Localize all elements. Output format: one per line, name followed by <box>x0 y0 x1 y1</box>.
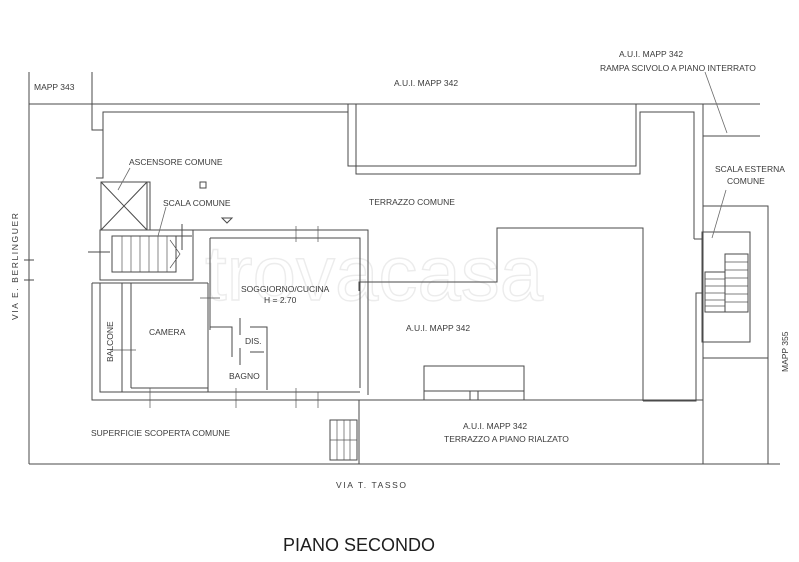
label-living: SOGGIORNO/CUCINA <box>241 284 330 294</box>
label-center-mapp: A.U.I. MAPP 342 <box>406 323 470 333</box>
external-stairs <box>701 189 769 359</box>
label-terrace: TERRAZZO COMUNE <box>369 197 455 207</box>
label-mapp-343: MAPP 343 <box>34 82 75 92</box>
label-top-center: A.U.I. MAPP 342 <box>394 78 458 88</box>
page-title: PIANO SECONDO <box>283 535 435 555</box>
label-bedroom: CAMERA <box>149 327 186 337</box>
label-elevator: ASCENSORE COMUNE <box>129 157 223 167</box>
stairs-leader <box>157 206 167 237</box>
label-mapp-355: MAPP 355 <box>780 331 790 372</box>
apartment-walls <box>88 181 703 464</box>
watermark: trovacasa <box>205 229 544 317</box>
label-stairs: SCALA COMUNE <box>163 198 231 208</box>
label-top-right-1: A.U.I. MAPP 342 <box>619 49 683 59</box>
label-bottom-right-2: TERRAZZO A PIANO RIALZATO <box>444 434 569 444</box>
label-balcony: BALCONE <box>105 321 115 362</box>
label-outdoor: SUPERFICIE SCOPERTA COMUNE <box>91 428 230 438</box>
terrace-walls <box>91 104 703 402</box>
label-bottom-right-1: A.U.I. MAPP 342 <box>463 421 527 431</box>
label-ext-stairs-2: COMUNE <box>727 176 765 186</box>
label-bath: BAGNO <box>229 371 260 381</box>
label-ext-stairs-1: SCALA ESTERNA <box>715 164 785 174</box>
label-height: H = 2.70 <box>264 295 297 305</box>
label-hall: DIS. <box>245 336 262 346</box>
label-street-left: VIA E. BERLINGUER <box>10 212 20 320</box>
elevator-leader <box>117 167 131 191</box>
label-top-right-2: RAMPA SCIVOLO A PIANO INTERRATO <box>600 63 756 73</box>
label-street-bottom: VIA T. TASSO <box>336 480 408 490</box>
